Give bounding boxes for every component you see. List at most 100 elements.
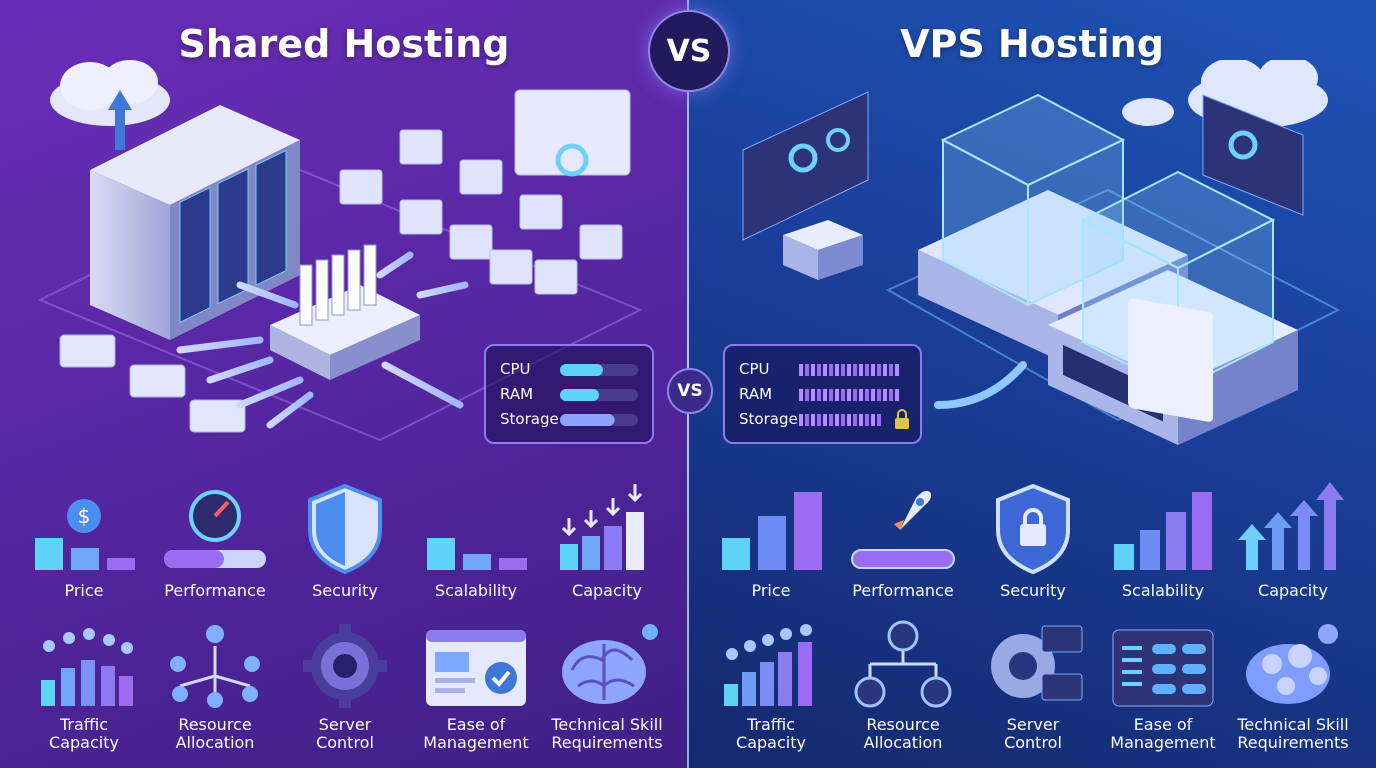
capacity-up-arrows-icon [1238, 482, 1344, 570]
feature-capacity: Capacity [542, 478, 672, 608]
security-label: Security [1000, 581, 1066, 600]
vps-bar-segment [823, 414, 827, 426]
feature-scalability: Scalability [411, 478, 541, 608]
scalability-label: Scalability [1121, 581, 1205, 600]
vps-bar-segment [859, 389, 863, 401]
vps-bar-segment [817, 414, 821, 426]
feature-security: Security [968, 478, 1098, 608]
website-window-icon [1128, 298, 1213, 422]
feature-resource-allocation: Resource Allocation [150, 620, 280, 760]
gear-panel-icon [991, 625, 1083, 701]
feature-traffic-capacity: Traffic Capacity [19, 620, 149, 760]
traffic-capacity-label-line2: Capacity [49, 733, 119, 752]
vps-bar-segment [859, 364, 863, 376]
ease-of-management-label-line1: Ease of [446, 715, 506, 734]
vps-bar-segment [811, 389, 815, 401]
resource-allocation-label-line1: Resource [866, 715, 940, 734]
vps-bar-segment [799, 389, 803, 401]
vps-bar-segment [889, 389, 893, 401]
vps-bar-segment [847, 414, 851, 426]
traffic-users-icon [724, 624, 812, 706]
vs-badge-middle: VS [667, 368, 713, 414]
website-tiles [339, 89, 631, 295]
brain-icon [562, 624, 658, 704]
cpu-label: CPU [500, 360, 531, 378]
security-label: Security [312, 581, 378, 600]
vps-bar-segment [841, 414, 845, 426]
feature-server-control: Server Control [280, 620, 410, 760]
shared-hosting-title: Shared Hosting [178, 22, 510, 66]
vps-bar-segment [853, 389, 857, 401]
ram-bar-fill [560, 389, 599, 401]
vps-bar-segment [823, 364, 827, 376]
server-control-label-line1: Server [318, 715, 372, 734]
capacity-label: Capacity [572, 581, 642, 600]
vps-bar-segment [805, 414, 809, 426]
shield-icon [308, 483, 382, 575]
vps-bar-segment [817, 389, 821, 401]
feature-resource-allocation: Resource Allocation [838, 620, 968, 760]
vps-bar-segment [877, 389, 881, 401]
vps-bar-segment [877, 414, 881, 426]
vps-bar-segment [871, 414, 875, 426]
price-label: Price [64, 581, 104, 600]
rocket-icon [851, 490, 955, 569]
cpu-label: CPU [739, 360, 770, 378]
vps-bar-segment [811, 414, 815, 426]
server-rack-icon [90, 105, 300, 340]
vps-bar-segment [817, 364, 821, 376]
vps-bar-segment [895, 389, 899, 401]
vps-bar-segment [871, 364, 875, 376]
technical-skill-label-line1: Technical Skill [551, 715, 663, 734]
vps-bar-segment [835, 364, 839, 376]
server-control-label-line2: Control [1004, 733, 1062, 752]
feature-technical-skill: Technical Skill Requirements [1228, 620, 1358, 760]
scalability-label: Scalability [434, 581, 518, 600]
vps-bar-segment [835, 414, 839, 426]
feature-technical-skill: Technical Skill Requirements [542, 620, 672, 760]
resource-allocation-label-line2: Allocation [863, 733, 943, 752]
vps-hosting-illustration [742, 60, 1341, 445]
vps-bar-segment [847, 364, 851, 376]
ease-of-management-label-line1: Ease of [1133, 715, 1193, 734]
brain-gears-icon [1246, 624, 1338, 704]
traffic-capacity-label-line1: Traffic [59, 715, 109, 734]
resource-allocation-icon [854, 620, 952, 708]
vps-bar-segment [799, 364, 803, 376]
vps-resource-panel: CPU RAM Storage [723, 344, 922, 444]
vps-bar-segment [829, 414, 833, 426]
vps-bar-segment [895, 364, 899, 376]
technical-skill-label-line1: Technical Skill [1237, 715, 1349, 734]
traffic-users-icon [41, 628, 133, 706]
vps-bar-segment [841, 389, 845, 401]
feature-scalability: Scalability [1098, 478, 1228, 608]
vps-bar-segment [847, 389, 851, 401]
ease-of-management-label-line2: Management [1110, 733, 1216, 752]
capacity-label: Capacity [1258, 581, 1328, 600]
data-flow-arrows [176, 251, 469, 429]
feature-capacity: Capacity [1228, 478, 1358, 608]
gauge-icon [164, 490, 266, 568]
vps-bar-segment [877, 364, 881, 376]
feature-performance: Performance [838, 478, 968, 608]
vps-bar-segment [841, 364, 845, 376]
svg-text:$: $ [78, 504, 91, 528]
gear-icon [303, 624, 387, 708]
vps-bar-segment [853, 364, 857, 376]
shield-lock-icon [996, 483, 1070, 575]
vps-bar-segment [865, 414, 869, 426]
vps-bar-segment [799, 414, 803, 426]
traffic-capacity-label-line2: Capacity [736, 733, 806, 752]
vps-bar-segment [865, 364, 869, 376]
data-flow-arrow [934, 361, 1027, 409]
shared-hosting-panel: Shared Hosting [0, 0, 688, 768]
price-icon: $ [35, 499, 135, 570]
vps-bar-segment [859, 414, 863, 426]
ram-label: RAM [739, 385, 773, 403]
feature-ease-of-management: Ease of Management [1098, 620, 1228, 760]
dashboard-toggles-icon [1112, 629, 1214, 707]
storage-bar-fill [560, 414, 615, 426]
resource-allocation-label-line2: Allocation [175, 733, 255, 752]
ease-of-management-label-line2: Management [423, 733, 529, 752]
vps-bar-segment [829, 389, 833, 401]
